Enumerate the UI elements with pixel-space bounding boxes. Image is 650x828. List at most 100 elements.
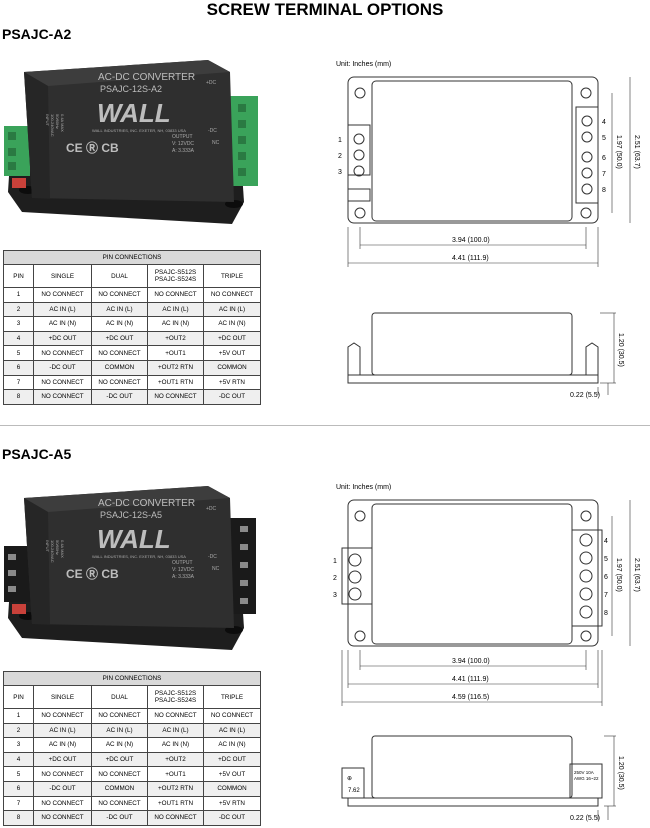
product-line-2: PSAJC-12S-A5	[100, 510, 162, 520]
col-triple: TRIPLE	[202, 264, 262, 288]
output-voltage: V: 12VDC	[172, 141, 194, 147]
output-title: OUTPUT	[172, 134, 193, 140]
table-cell: +DC OUT	[91, 330, 148, 347]
table-cell: 6	[3, 359, 34, 376]
input-title: INPUT	[45, 114, 50, 127]
table-cell: 5	[3, 345, 34, 361]
nc-label: NC	[212, 140, 220, 146]
table-cell: +OUT1	[147, 766, 204, 782]
table-cell: 3	[3, 737, 34, 753]
input-frequency: 50/60Hz	[55, 114, 60, 129]
table-cell: NO CONNECT	[33, 708, 92, 724]
col-triple: TRIPLE	[202, 685, 262, 709]
dc-plus-label: +DC	[206, 506, 217, 512]
table-cell: NO CONNECT	[33, 389, 92, 405]
col-single: SINGLE	[33, 685, 92, 709]
table-cell: AC IN (L)	[202, 722, 262, 739]
terminal-rating-2: AWG 16~22	[574, 776, 599, 781]
table-cell: +OUT1 RTN	[147, 374, 204, 391]
table-cell: AC IN (N)	[33, 737, 92, 753]
table-cell: -DC OUT	[33, 359, 92, 376]
table-cell: AC IN (L)	[91, 301, 148, 318]
table-cell: 7	[3, 374, 34, 391]
col-single: SINGLE	[33, 264, 92, 288]
product-line-1: AC-DC CONVERTER	[98, 72, 195, 83]
table-cell: +5V OUT	[202, 345, 262, 361]
table-cell: +OUT2 RTN	[147, 359, 204, 376]
dimension-drawing-a5-side: ⊕ 7.62 250V 10A AWG 16~22 1.20 (30.5) 0.…	[341, 735, 624, 822]
table-cell: 8	[3, 389, 34, 405]
pin-label-4: 4	[604, 538, 608, 545]
dim-height-pins: 1.97 (50.0)	[615, 135, 622, 169]
table-cell: NO CONNECT	[202, 708, 262, 724]
pin-table-title: PIN CONNECTIONS	[2, 250, 262, 265]
pin-label-4: 4	[602, 119, 606, 126]
dimension-drawing-a2-top: Unit: Inches (mm) 1 2 3 4 5 6 7 8 3.94 (…	[336, 61, 640, 267]
dim-width-outer: 4.41 (111.9)	[452, 255, 489, 262]
company-line: WALL INDUSTRIES, INC. EXETER, NH, 03833 …	[92, 554, 186, 559]
table-cell: NO CONNECT	[91, 374, 148, 391]
dim-offset: 0.22 (5.5)	[570, 392, 600, 399]
table-cell: 6	[3, 780, 34, 797]
page-title: SCREW TERMINAL OPTIONS	[206, 0, 444, 19]
input-title: INPUT	[45, 540, 50, 553]
pin-label-2: 2	[338, 153, 342, 160]
table-cell: NO CONNECT	[91, 766, 148, 782]
pin-label-6: 6	[604, 574, 608, 581]
table-cell: -DC OUT	[202, 810, 262, 826]
col-pin: PIN	[3, 685, 34, 709]
unit-label: Unit: Inches (mm)	[336, 484, 391, 491]
table-cell: 3	[3, 316, 34, 332]
section-title-a5: PSAJC-A5	[2, 446, 72, 462]
table-cell: 4	[3, 330, 34, 347]
table-cell: AC IN (L)	[33, 301, 92, 318]
table-cell: NO CONNECT	[147, 708, 204, 724]
table-cell: +DC OUT	[202, 330, 262, 347]
table-cell: NO CONNECT	[33, 810, 92, 826]
pin-label-2: 2	[333, 575, 337, 582]
product-line-1: AC-DC CONVERTER	[98, 498, 195, 509]
pin-label-5: 5	[602, 135, 606, 142]
table-cell: NO CONNECT	[91, 795, 148, 812]
col-pin: PIN	[3, 264, 34, 288]
input-current: 0.4A MAX	[60, 540, 65, 558]
product-photo-a5: AC-DC CONVERTER PSAJC-12S-A5 WALL WALL I…	[4, 486, 256, 650]
company-line: WALL INDUSTRIES, INC. EXETER, NH, 03833 …	[92, 128, 186, 133]
dim-height-total: 2.51 (63.7)	[633, 135, 640, 169]
table-cell: +DC OUT	[33, 330, 92, 347]
table-cell: +DC OUT	[202, 751, 262, 768]
product-photo-a2: AC-DC CONVERTER PSAJC-12S-A2 WALL WALL I…	[4, 60, 258, 224]
table-cell: -DC OUT	[91, 389, 148, 405]
dc-minus-label: -DC	[208, 128, 217, 134]
table-cell: AC IN (L)	[147, 722, 204, 739]
pin-label-3: 3	[338, 169, 342, 176]
table-cell: 8	[3, 810, 34, 826]
input-voltage: 100-240VAC	[50, 114, 55, 137]
table-cell: AC IN (N)	[147, 316, 204, 332]
pin-table-title: PIN CONNECTIONS	[2, 671, 262, 686]
table-cell: COMMON	[91, 359, 148, 376]
input-voltage: 100-240VAC	[50, 540, 55, 563]
table-cell: NO CONNECT	[147, 389, 204, 405]
dimension-drawing-a2-side: 1.20 (30.5) 0.22 (5.5)	[347, 312, 624, 399]
table-cell: 2	[3, 301, 34, 318]
col-dual: DUAL	[91, 685, 148, 709]
table-cell: NO CONNECT	[33, 287, 92, 303]
dim-width-outer: 4.41 (111.9)	[452, 676, 489, 683]
table-cell: AC IN (L)	[202, 301, 262, 318]
table-cell: NO CONNECT	[33, 374, 92, 391]
dim-depth: 1.20 (30.5)	[617, 756, 624, 790]
terminal-pitch: 7.62	[348, 788, 360, 794]
pin-label-1: 1	[333, 558, 337, 565]
dc-plus-label: +DC	[206, 80, 217, 86]
